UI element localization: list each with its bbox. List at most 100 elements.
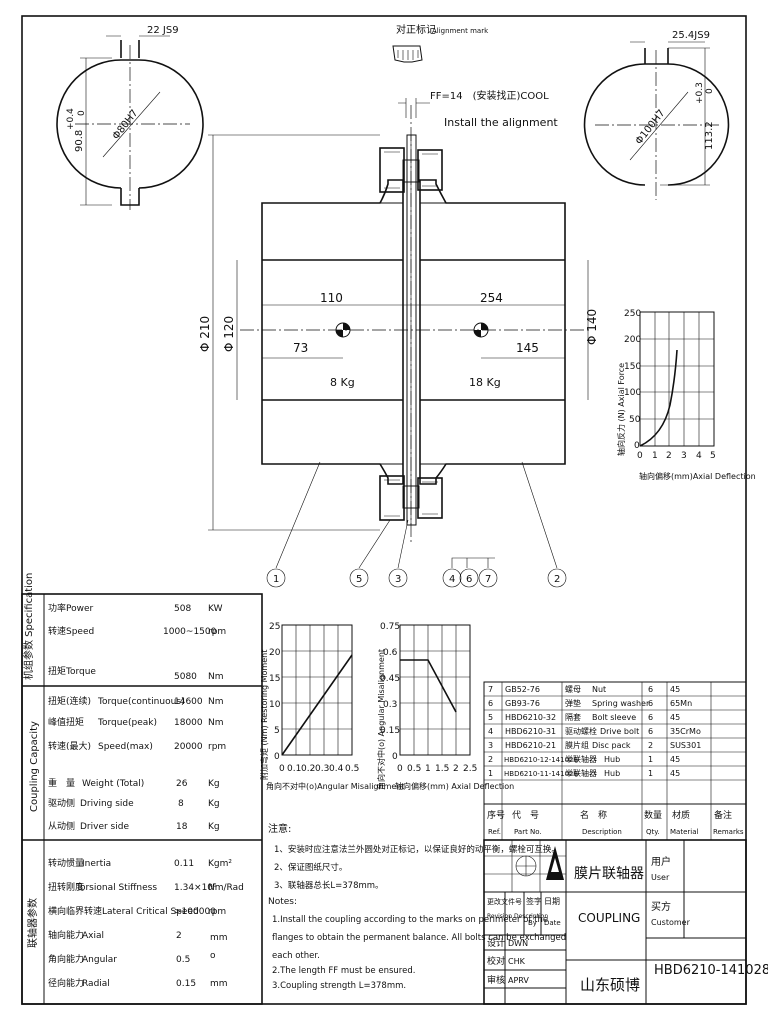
svg-text:mm: mm	[210, 979, 228, 989]
svg-text:Nut: Nut	[592, 685, 606, 694]
svg-text:日期: 日期	[544, 897, 560, 906]
svg-text:备注: 备注	[714, 809, 732, 821]
svg-text:0.2: 0.2	[301, 764, 315, 774]
svg-text:2: 2	[554, 574, 560, 585]
svg-text:90.8: 90.8	[74, 130, 85, 152]
svg-text:GB93-76: GB93-76	[505, 699, 540, 708]
svg-text:序号: 序号	[487, 809, 505, 821]
svg-text:65Mn: 65Mn	[670, 699, 692, 708]
svg-text:1.5: 1.5	[435, 764, 449, 774]
svg-text:Material: Material	[670, 828, 698, 836]
svg-text:mm: mm	[210, 933, 228, 943]
svg-text:Drive bolt: Drive bolt	[600, 727, 639, 736]
svg-text:弹垫: 弹垫	[565, 698, 581, 708]
svg-text:Hub: Hub	[604, 769, 620, 778]
svg-text:each other.: each other.	[272, 951, 320, 961]
svg-text:Coupling Capacity: Coupling Capacity	[29, 721, 40, 812]
svg-text:200: 200	[624, 335, 641, 345]
spec-table: 机组参数 Specification Coupling Capacity 联轴器…	[21, 573, 263, 1005]
svg-text:Φ 210: Φ 210	[198, 316, 212, 352]
svg-text:2: 2	[666, 451, 672, 461]
svg-text:从动侧: 从动侧	[48, 820, 75, 832]
svg-text:角向能力: 角向能力	[48, 953, 84, 965]
svg-text:145: 145	[516, 341, 539, 355]
left-hub-detail: 22 JS9 Φ80H7 90.8 +0.4 0	[56, 25, 204, 210]
svg-text:DWN: DWN	[508, 939, 528, 948]
svg-text:Install the alignment: Install the alignment	[444, 116, 558, 129]
svg-text:0.11: 0.11	[174, 859, 194, 869]
svg-text:Driving side: Driving side	[80, 799, 134, 809]
svg-text:Φ 120: Φ 120	[222, 316, 236, 352]
svg-text:HBD6210-141028: HBD6210-141028	[654, 963, 768, 978]
svg-text:Speed(max): Speed(max)	[98, 742, 153, 752]
svg-text:6: 6	[648, 727, 653, 736]
svg-text:Description: Description	[582, 828, 622, 836]
svg-text:0: 0	[392, 752, 398, 762]
svg-text:校对: 校对	[487, 955, 505, 967]
svg-text:0: 0	[637, 451, 643, 461]
svg-text:0.4: 0.4	[329, 764, 344, 774]
svg-text:0.75: 0.75	[380, 622, 400, 632]
svg-text:Hub: Hub	[604, 755, 620, 764]
svg-text:5: 5	[274, 726, 280, 736]
svg-text:Torque: Torque	[65, 667, 96, 677]
svg-text:110: 110	[320, 291, 343, 305]
svg-text:Axial: Axial	[82, 931, 104, 941]
svg-text:50: 50	[629, 415, 641, 425]
title-block: 膜片联轴器 COUPLING 用户 User 买方 Customer 更改文件号…	[483, 839, 768, 1005]
svg-text:Alignment mark: Alignment mark	[432, 27, 489, 35]
alignment-mark: 对正标记 Alignment mark	[392, 23, 489, 63]
svg-text:联轴器参数: 联轴器参数	[26, 898, 39, 948]
svg-text:1: 1	[652, 451, 658, 461]
svg-text:0.5: 0.5	[407, 764, 421, 774]
svg-text:18: 18	[176, 822, 188, 832]
svg-text:CHK: CHK	[508, 957, 526, 966]
svg-text:0.3: 0.3	[315, 764, 329, 774]
svg-text:6: 6	[466, 574, 472, 585]
svg-text:0.45: 0.45	[380, 674, 400, 684]
svg-text:>100000: >100000	[174, 907, 216, 917]
svg-text:45: 45	[670, 755, 680, 764]
svg-text:22 JS9: 22 JS9	[147, 25, 179, 36]
svg-text:26: 26	[176, 779, 188, 789]
svg-text:用户: 用户	[651, 855, 671, 868]
svg-text:1000~1500: 1000~1500	[163, 627, 217, 637]
svg-text:Inertia: Inertia	[82, 859, 111, 869]
svg-text:2、保证图纸尺寸。: 2、保证图纸尺寸。	[274, 862, 347, 873]
svg-text:Torsional Stiffness: Torsional Stiffness	[75, 883, 157, 893]
svg-text:Speed: Speed	[66, 627, 94, 637]
svg-text:Torque(continuous): Torque(continuous)	[97, 697, 185, 707]
svg-text:508: 508	[174, 604, 191, 614]
company-logo	[515, 846, 564, 880]
drawing-frame	[21, 15, 747, 1005]
svg-text:SUS301: SUS301	[670, 741, 701, 750]
svg-text:Spring washer: Spring washer	[592, 699, 650, 708]
svg-text:113.2: 113.2	[704, 121, 715, 150]
svg-text:1: 1	[273, 574, 279, 585]
svg-text:+0.3: +0.3	[695, 82, 705, 104]
svg-text:15: 15	[269, 674, 280, 684]
svg-text:Part No.: Part No.	[514, 828, 542, 836]
svg-text:径向能力: 径向能力	[48, 977, 84, 989]
svg-text:2: 2	[176, 931, 182, 941]
ff-note: FF=14 (安装找正)COOL Install the alignment	[398, 89, 558, 129]
svg-text:254: 254	[480, 291, 503, 305]
svg-text:flanges to obtain the permanen: flanges to obtain the permanent balance.…	[272, 933, 566, 943]
svg-text:注意:: 注意:	[268, 822, 291, 835]
svg-text:HBD6210-12-141028: HBD6210-12-141028	[504, 756, 578, 764]
svg-text:附加弯矩 (Nm) Restoring Moment: 附加弯矩 (Nm) Restoring Moment	[259, 650, 269, 780]
svg-text:0.1: 0.1	[287, 764, 301, 774]
svg-text:4: 4	[696, 451, 702, 461]
svg-text:签字: 签字	[526, 896, 542, 906]
svg-text:5: 5	[356, 574, 362, 585]
svg-text:Φ80H7: Φ80H7	[111, 108, 141, 142]
svg-text:0.15: 0.15	[380, 726, 400, 736]
svg-text:5080: 5080	[174, 672, 197, 682]
svg-text:横向临界转速: 横向临界转速	[48, 905, 102, 917]
